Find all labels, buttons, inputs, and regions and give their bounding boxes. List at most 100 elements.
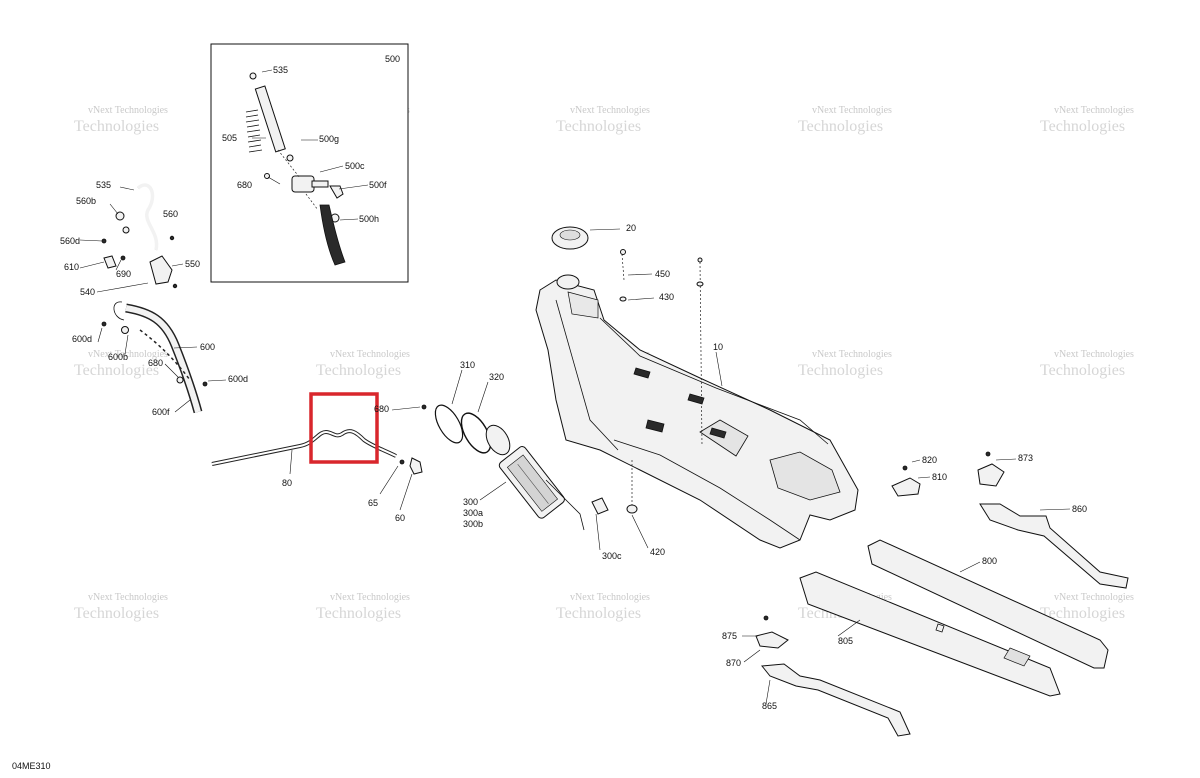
callout-560: 560 xyxy=(163,209,178,219)
vent-hose-assembly: 535 560b 560 560d 610 690 550 540 600d 6… xyxy=(60,180,248,417)
grommet-part xyxy=(626,504,638,514)
callout-810: 810 xyxy=(932,472,947,482)
mounting-hardware: 820 810 873 860 800 805 875 870 865 xyxy=(722,451,1129,737)
callout-500g: 500g xyxy=(319,134,339,144)
svg-text:vNext Technologies: vNext Technologies xyxy=(570,105,650,116)
fuel-tube-part xyxy=(254,85,286,153)
callout-550: 550 xyxy=(185,259,200,269)
pump-body-part xyxy=(498,446,565,519)
nut-part xyxy=(101,238,107,244)
bracket-part xyxy=(103,255,117,269)
callout-80: 80 xyxy=(282,478,292,488)
inset-500: 500 535 505 500g 680 500c 500f xyxy=(210,43,409,283)
svg-text:vNext Technologies: vNext Technologies xyxy=(570,592,650,603)
callout-860: 860 xyxy=(1072,504,1087,514)
clamp-part xyxy=(122,226,130,234)
svg-text:vNext Technologies: vNext Technologies xyxy=(330,592,410,603)
fitting-part xyxy=(286,154,294,162)
valve-part xyxy=(149,255,173,285)
highlight-box xyxy=(309,392,379,464)
svg-text:Technologies: Technologies xyxy=(316,605,401,622)
callout-450: 450 xyxy=(655,269,670,279)
callout-805: 805 xyxy=(838,636,853,646)
svg-text:vNext Technologies: vNext Technologies xyxy=(88,592,168,603)
svg-text:Technologies: Technologies xyxy=(74,118,159,135)
float-part xyxy=(591,497,609,515)
callout-505: 505 xyxy=(222,133,237,143)
callout-60: 60 xyxy=(395,513,405,523)
fuel-pump-assembly: 310 320 300 300a 300b 300c xyxy=(434,360,622,561)
svg-text:Technologies: Technologies xyxy=(798,118,883,135)
clip-part xyxy=(399,459,405,465)
callout-300b: 300b xyxy=(463,519,483,529)
svg-text:vNext Technologies: vNext Technologies xyxy=(88,105,168,116)
callout-560b: 560b xyxy=(76,196,96,206)
callout-540: 540 xyxy=(80,287,95,297)
filler-neck-part xyxy=(556,274,580,290)
callout-310: 310 xyxy=(460,360,475,370)
callout-600d: 600d xyxy=(72,334,92,344)
pump-flange-part xyxy=(485,424,511,456)
svg-text:vNext Technologies: vNext Technologies xyxy=(1054,349,1134,360)
callout-420: 420 xyxy=(650,547,665,557)
svg-text:vNext Technologies: vNext Technologies xyxy=(812,105,892,116)
svg-text:vNext Technologies: vNext Technologies xyxy=(330,349,410,360)
washer-part xyxy=(696,281,704,287)
callout-535-inset: 535 xyxy=(273,65,288,75)
svg-text:vNext Technologies: vNext Technologies xyxy=(1054,105,1134,116)
callout-300a: 300a xyxy=(463,508,483,518)
callout-875: 875 xyxy=(722,631,737,641)
callout-320: 320 xyxy=(489,372,504,382)
cap-part xyxy=(249,72,257,80)
lock-ring-part xyxy=(460,412,492,454)
svg-text:Technologies: Technologies xyxy=(1040,118,1125,135)
fuel-tank-assembly: 20 450 430 10 420 xyxy=(535,223,859,557)
callout-680-inset: 680 xyxy=(237,180,252,190)
callout-600d-2: 600d xyxy=(228,374,248,384)
svg-text:vNext Technologies: vNext Technologies xyxy=(88,349,168,360)
inset-title: 500 xyxy=(385,54,400,64)
inset-frame xyxy=(210,43,409,283)
svg-text:vNext Technologies: vNext Technologies xyxy=(1054,592,1134,603)
washer-part xyxy=(619,296,627,302)
bolt-part xyxy=(697,257,703,263)
svg-text:Technologies: Technologies xyxy=(1040,362,1125,379)
callout-500c: 500c xyxy=(345,161,365,171)
callout-680-b: 680 xyxy=(374,404,389,414)
connector-part xyxy=(409,457,423,475)
callout-300: 300 xyxy=(463,497,478,507)
callout-600: 600 xyxy=(200,342,215,352)
callout-600f: 600f xyxy=(152,407,170,417)
callout-690: 690 xyxy=(116,269,131,279)
callout-300c: 300c xyxy=(602,551,622,561)
filter-part xyxy=(291,175,329,193)
seal-ring-part xyxy=(434,404,464,444)
callout-820: 820 xyxy=(922,455,937,465)
svg-text:vNext Technologies: vNext Technologies xyxy=(812,349,892,360)
callout-535: 535 xyxy=(96,180,111,190)
svg-text:Technologies: Technologies xyxy=(798,362,883,379)
svg-text:Technologies: Technologies xyxy=(316,362,401,379)
clip-873-part xyxy=(977,463,1005,487)
callout-65: 65 xyxy=(368,498,378,508)
svg-text:Technologies: Technologies xyxy=(1040,605,1125,622)
callout-500h: 500h xyxy=(359,214,379,224)
svg-text:Technologies: Technologies xyxy=(74,362,159,379)
callout-20: 20 xyxy=(626,223,636,233)
callout-680: 680 xyxy=(148,358,163,368)
callout-10: 10 xyxy=(713,342,723,352)
callout-500f: 500f xyxy=(369,180,387,190)
bolt-part xyxy=(120,255,126,261)
callout-610: 610 xyxy=(64,262,79,272)
